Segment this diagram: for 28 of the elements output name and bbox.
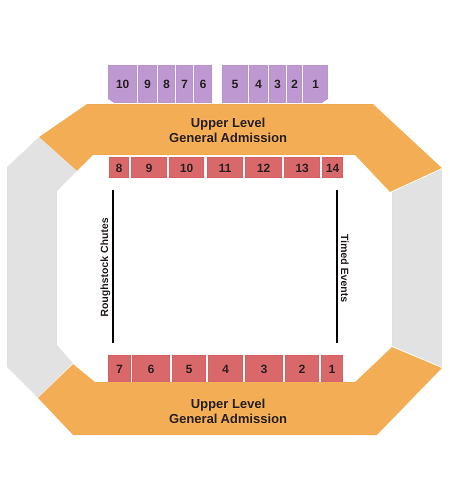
seating-section: 4 [249,65,268,103]
seating-section: 1 [321,355,343,382]
seating-section: 2 [287,65,302,103]
seating-section: 1 [303,65,328,103]
seating-section: 14 [322,157,343,178]
seating-section: 10 [108,65,137,103]
seating-section: 9 [138,65,157,103]
section-label: Upper Level General Admission [168,396,288,426]
seating-section: 5 [172,355,206,382]
area-label: Timed Events [338,234,350,302]
seating-section: 4 [208,355,243,382]
seating-section: 9 [131,157,167,178]
seating-section: 12 [245,157,282,178]
seating-section: 7 [176,65,193,103]
seating-section: 10 [169,157,204,178]
seating-section: 3 [245,355,283,382]
seating-section: 8 [158,65,175,103]
seating-section: 3 [269,65,286,103]
seating-section: 7 [108,355,131,382]
seating-section: 11 [207,157,243,178]
seating-section: 8 [109,157,129,178]
seating-section: 6 [194,65,212,103]
seating-section: 5 [222,65,248,103]
section-label: Upper Level General Admission [168,115,288,145]
seating-section: 13 [284,157,320,178]
seating-section: 2 [285,355,319,382]
seating-section: 6 [132,355,170,382]
area-label: Roughstock Chutes [99,217,111,317]
